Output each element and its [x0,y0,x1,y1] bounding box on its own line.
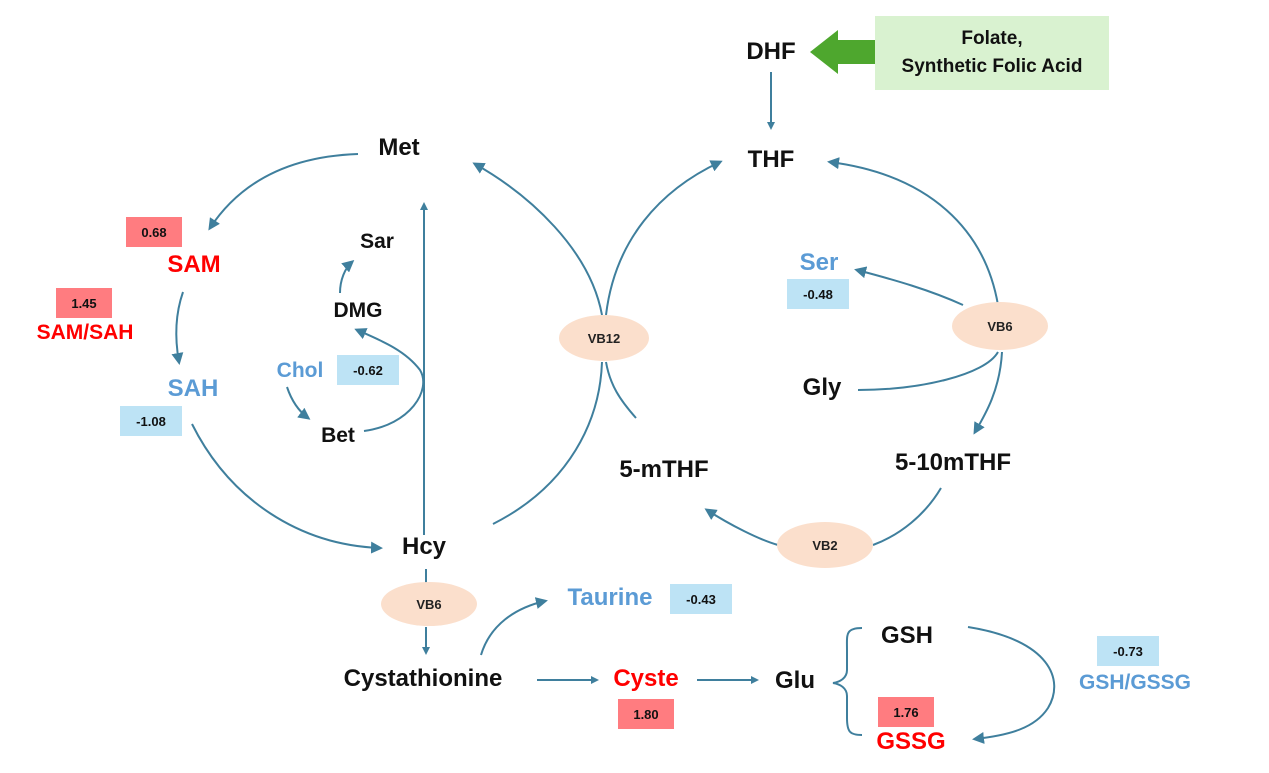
node-gsh-gssg-ratio: GSH/GSSG [1078,671,1192,694]
node-sar: Sar [360,230,394,253]
arrow-sah-to-hcy [191,423,383,554]
value-badge-ser: -0.48 [787,279,849,309]
arrow-chol-to-bet [286,386,311,420]
arrow-met-to-sam [208,153,359,231]
arrow-sam-to-sah [171,291,184,365]
arrow-dmg-to-sar [339,260,355,294]
value-badge-gsh-gssg: -0.73 [1097,636,1159,666]
node-dmg: DMG [333,299,383,322]
arc-gly-to-vb6 [857,351,999,391]
node-glu: Glu [775,667,815,694]
folate-source-box: Folate, Synthetic Folic Acid [875,16,1109,90]
cofactor-vb12: VB12 [559,315,649,361]
arc-hcy-to-vb12 [492,361,603,525]
arrow-cystathionine-to-taurine [480,597,548,656]
value-badge-sam-sah: 1.45 [56,288,112,318]
arrow-gsh-to-gssg [967,626,1056,744]
node-sam: SAM [167,251,221,278]
node-dhf: DHF [746,38,796,65]
node-met: Met [378,134,420,161]
source-line1: Folate, [961,28,1023,49]
node-cystathionine: Cystathionine [343,665,503,692]
cofactor-vb6-folate: VB6 [952,302,1048,350]
node-hcy: Hcy [401,533,447,560]
node-gssg: GSSG [876,728,946,755]
node-5-10mthf: 5-10mTHF [894,449,1012,476]
node-gly: Gly [802,374,842,401]
arrow-vb6-to-ser [854,266,964,306]
arc-5-10mthf-to-vb2 [872,487,942,546]
arrow-vb12-to-thf [605,160,723,316]
source-line2: Synthetic Folic Acid [901,56,1083,77]
node-sam-sah-ratio: SAM/SAH [36,321,134,344]
value-badge-chol: -0.62 [337,355,399,385]
node-chol: Chol [276,359,324,382]
arrow-vb12-to-met [472,162,603,316]
value-badge-cyste: 1.80 [618,699,674,729]
cofactor-vb2: VB2 [777,522,873,568]
node-cyste: Cyste [613,665,679,692]
node-ser: Ser [799,249,839,276]
arrow-vb6-to-5-10mthf [973,351,1003,435]
node-sah: SAH [167,375,219,402]
node-taurine: Taurine [567,584,653,611]
arc-5mthf-to-vb12 [605,361,637,419]
cofactor-vb6-transsulfuration: VB6 [381,582,477,626]
node-thf: THF [747,146,795,173]
value-badge-sah: -1.08 [120,406,182,436]
source-arrow [810,30,875,74]
arrow-bet-to-dmg [354,328,425,432]
node-5mthf: 5-mTHF [619,456,709,483]
value-badge-gssg: 1.76 [878,697,934,727]
brace-glu [832,627,863,736]
arrow-vb6-to-thf [827,157,999,306]
value-badge-taurine: -0.43 [670,584,732,614]
node-bet: Bet [321,424,355,447]
arrow-vb2-to-5mthf [704,508,779,546]
node-gsh: GSH [880,622,934,649]
value-badge-sam: 0.68 [126,217,182,247]
